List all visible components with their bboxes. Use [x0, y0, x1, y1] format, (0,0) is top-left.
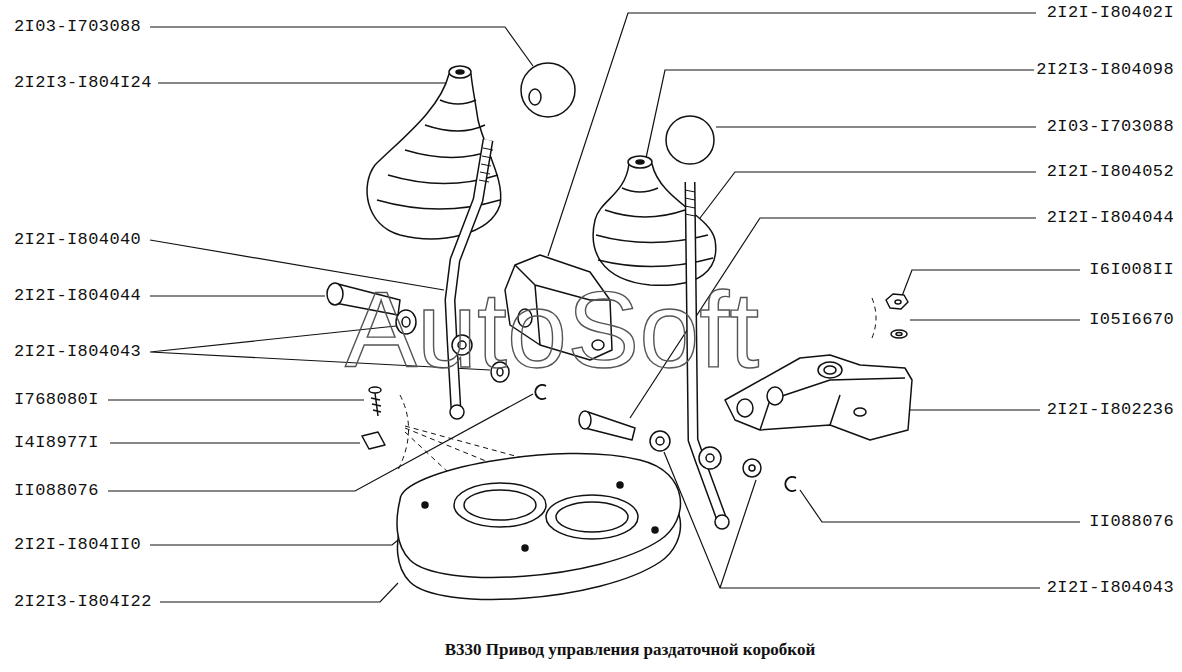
part-number: 2I2I3-I804I24 — [12, 73, 154, 93]
part-number: 2I03-I703088 — [1045, 117, 1176, 137]
part-number: I05I6670 — [1087, 310, 1176, 330]
part-number: 2I2I-I804044 — [1045, 208, 1176, 228]
part-number: 2I2I3-I804098 — [1034, 60, 1176, 80]
watermark: AutoSoft — [345, 275, 759, 385]
part-number: 2I2I-I804044 — [12, 286, 143, 306]
part-number: II088076 — [12, 481, 101, 501]
part-number: 2I2I3-I804I22 — [12, 592, 154, 612]
part-number: I6I008II — [1087, 260, 1176, 280]
part-number: 2I03-I703088 — [12, 17, 143, 37]
figure-caption: В330 Привод управления раздаточной короб… — [442, 640, 818, 660]
part-number: 2I2I-I804II0 — [12, 535, 143, 555]
part-number: I4I8977I — [12, 433, 101, 453]
part-number: 2I2I-I804043 — [12, 342, 143, 362]
part-number: 2I2I-I804052 — [1045, 162, 1176, 182]
part-number: I768080I — [12, 390, 101, 410]
part-number: II088076 — [1087, 512, 1176, 532]
leader-lines — [108, 13, 1080, 602]
part-number: 2I2I-I802236 — [1045, 400, 1176, 420]
part-number: 2I2I-I804040 — [12, 230, 143, 250]
part-number: 2I2I-I804043 — [1045, 578, 1176, 598]
parts — [327, 63, 912, 599]
part-number: 2I2I-I80402I — [1045, 3, 1176, 23]
